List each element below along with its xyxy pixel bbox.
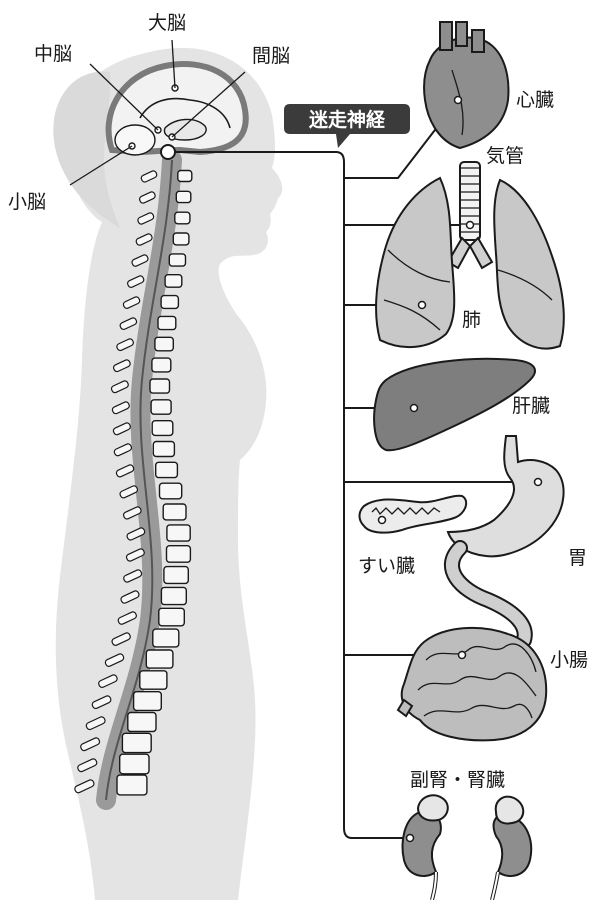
cerebellum-shape xyxy=(115,125,155,155)
trachea xyxy=(448,162,492,268)
vertebra xyxy=(117,775,147,795)
vertebra xyxy=(167,525,190,541)
trachea-label: 気管 xyxy=(486,145,524,167)
midbrain-label: 中脳 xyxy=(34,43,72,65)
heart xyxy=(424,22,508,148)
vertebra xyxy=(167,546,191,563)
vertebra xyxy=(155,337,173,351)
vertebra xyxy=(176,191,191,202)
vertebra xyxy=(169,254,185,266)
vertebra xyxy=(128,713,156,732)
vagus-nerve-label: 迷走神経 xyxy=(308,108,386,131)
vertebra xyxy=(153,442,174,457)
vertebra xyxy=(164,567,188,584)
vertebra xyxy=(152,421,173,436)
vertebra xyxy=(160,483,182,499)
cerebellum-label: 小脳 xyxy=(8,191,46,213)
vagus-nerve-tag: 迷走神経 xyxy=(284,104,410,148)
vertebra xyxy=(140,671,167,689)
vertebra xyxy=(161,587,186,604)
left-lung xyxy=(376,178,454,347)
vertebra xyxy=(161,296,178,309)
vertebra xyxy=(156,462,178,477)
vertebra xyxy=(151,400,171,414)
vertebra xyxy=(134,692,162,711)
stomach xyxy=(448,436,564,556)
small-intestine-label: 小腸 xyxy=(550,649,588,671)
vertebra xyxy=(178,171,192,182)
vertebra xyxy=(146,650,173,668)
vertebra xyxy=(150,379,170,393)
right-lung xyxy=(494,180,564,349)
small-intestine xyxy=(398,548,546,740)
lung-label: 肺 xyxy=(462,309,481,331)
heart-label: 心臓 xyxy=(516,89,554,111)
vertebra xyxy=(163,504,186,520)
vertebra xyxy=(158,316,176,329)
vertebra xyxy=(175,212,190,224)
vertebra xyxy=(165,275,182,288)
diencephalon-label: 間脳 xyxy=(252,45,290,67)
brainstem-point xyxy=(161,145,175,159)
vertebra xyxy=(153,629,179,647)
pancreas xyxy=(360,496,467,533)
kidneys xyxy=(403,795,532,900)
adrenal-kidney-label: 副腎・腎臓 xyxy=(410,769,505,791)
right-kidney xyxy=(494,815,532,876)
vertebra xyxy=(152,358,171,372)
vertebra xyxy=(173,233,189,245)
vertebra xyxy=(122,733,151,752)
stomach-label: 胃 xyxy=(568,547,587,569)
vertebra xyxy=(159,608,185,626)
vertebra xyxy=(120,754,149,774)
cerebrum-label: 大脳 xyxy=(148,12,186,34)
liver-label: 肝臓 xyxy=(512,395,550,417)
pancreas-label: すい臓 xyxy=(358,555,415,577)
